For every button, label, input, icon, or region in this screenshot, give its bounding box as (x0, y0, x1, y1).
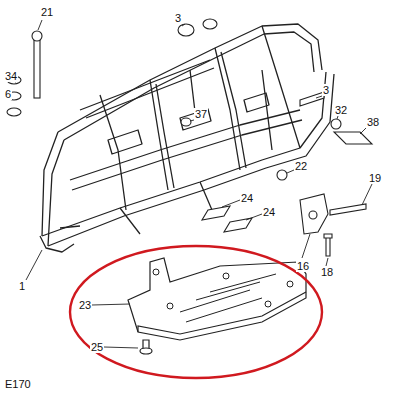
callout-number: 21 (40, 6, 54, 18)
leader-line (222, 200, 240, 207)
bolt-19 (330, 204, 366, 215)
collar (203, 19, 217, 29)
upper-rail (58, 24, 322, 132)
pad-24 (202, 206, 230, 220)
callout-number: 3 (322, 84, 330, 96)
mount-bracket (108, 93, 269, 154)
callout-number: 34 (4, 70, 18, 82)
leader-line (326, 258, 328, 266)
callout-number: 25 (90, 341, 104, 353)
callout-number: 23 (78, 299, 92, 311)
leader-line (92, 304, 130, 305)
cross-rail (70, 110, 302, 190)
gusset (100, 70, 272, 210)
leader-line (182, 24, 185, 26)
plate-rib (180, 274, 276, 322)
leader-line (104, 347, 138, 348)
plate-hole (167, 303, 173, 309)
bolt-3 (300, 92, 324, 106)
leader-line (337, 116, 338, 119)
leader-line (190, 120, 194, 121)
front-down-tube (42, 132, 64, 246)
callout-number: 37 (194, 108, 208, 120)
collar-3 (178, 24, 194, 36)
figure-code: E170 (4, 378, 32, 390)
plate-hole (287, 281, 293, 287)
callout-number: 32 (334, 104, 348, 116)
leader-line (316, 96, 322, 98)
leader-line (38, 20, 42, 30)
callout-number: 38 (366, 116, 380, 128)
callout-number: 19 (368, 172, 382, 184)
mid-upright (150, 80, 174, 190)
washer (7, 108, 21, 116)
callout-number: 1 (18, 280, 26, 292)
rear-brace (262, 26, 300, 148)
lower-rail-outer (48, 74, 334, 246)
callout-number: 22 (294, 160, 308, 172)
label-38 (334, 132, 372, 144)
plate-hole (153, 269, 159, 275)
nut-32 (331, 119, 341, 129)
bolt-head (32, 31, 42, 41)
callout-number: 16 (296, 260, 310, 272)
bolt-18 (324, 234, 332, 256)
bolt-21 (34, 38, 40, 98)
callout-number: 3 (174, 12, 182, 24)
highlight-ellipse (70, 246, 322, 378)
front-mount (40, 226, 80, 252)
grommet-37 (181, 118, 191, 126)
callout-number: 24 (240, 192, 254, 204)
plate-hole (223, 273, 229, 279)
callout-number: 24 (262, 206, 276, 218)
rear-upright (215, 48, 246, 170)
bolt-25-head (140, 348, 152, 354)
leader-line (246, 214, 262, 220)
leader-line (360, 128, 366, 134)
upper-rail-inner (64, 32, 314, 140)
leader-line (287, 170, 294, 173)
bracket-16 (300, 194, 328, 234)
bracket-hole (309, 211, 317, 219)
plate-hole (265, 301, 271, 307)
callout-number: 6 (4, 88, 12, 100)
nut-22 (277, 170, 287, 180)
pad-24 (224, 218, 252, 232)
leader-line (362, 184, 372, 205)
leader-line (26, 250, 42, 280)
callout-number: 18 (320, 266, 334, 278)
leader-line (302, 234, 310, 258)
skid-plate (128, 258, 306, 340)
lower-bracket (120, 182, 212, 234)
